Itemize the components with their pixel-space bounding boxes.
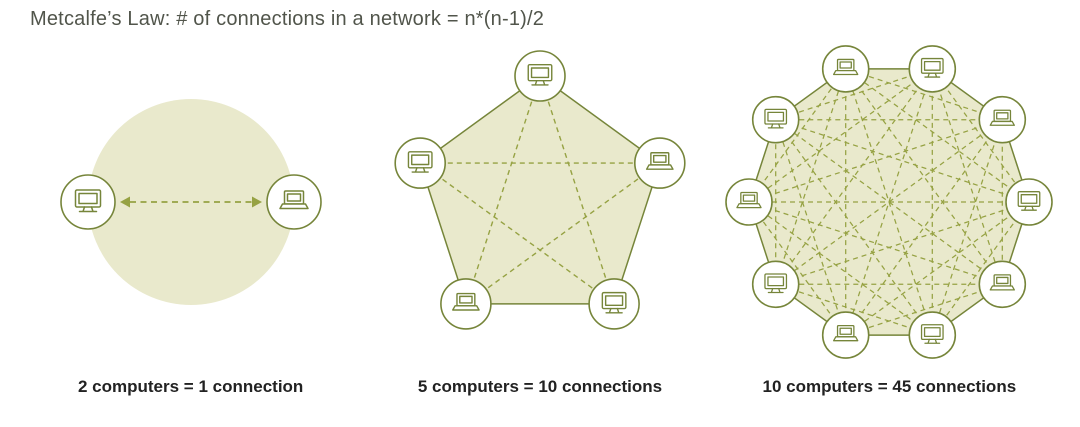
network-svg [394,50,686,330]
desktop-computer-icon [764,108,788,129]
arrowhead-left-icon [119,196,130,208]
desktop-computer-icon [74,189,101,213]
connection-line [775,283,933,336]
connection-line [932,68,1004,285]
laptop-icon [833,58,859,76]
connection-line [845,68,1003,121]
connection-line [845,68,1030,203]
connection-line [775,119,1003,285]
laptop-icon [736,191,762,209]
network-svg [725,45,1054,359]
metcalfes-law-infographic: Metcalfe’s Law: # of connections in a ne… [0,8,1080,397]
connection-line [845,68,934,336]
connection-line [539,75,615,305]
network-diagram-2-computers: 2 computers = 1 connection [16,33,365,397]
network-graph-10-computers [716,33,1062,367]
connection-line [932,68,1030,203]
desktop-computer-icon [921,324,945,344]
diagram-caption-2-computers: 2 computers = 1 connection [78,377,304,396]
connection-line [748,201,933,336]
diagrams-row: 2 computers = 1 connection 5 computers =… [0,33,1080,397]
connection-line [932,119,1004,336]
desktop-computer-icon [764,273,788,294]
desktop-computer-icon [527,64,553,86]
network-graph-2-computers [18,33,364,367]
laptop-icon [989,274,1016,291]
arrowhead-right-icon [251,196,262,208]
laptop-icon [833,324,859,342]
diagram-caption-5-computers: 5 computers = 10 connections [417,377,663,396]
network-graph-5-computers [367,33,713,367]
connection-line [775,68,847,285]
network-polygon [419,75,661,305]
connection-line [748,68,933,203]
network-svg [59,99,322,305]
connection-line [775,119,1003,285]
connection-line [748,68,847,203]
connection-line [932,201,1030,336]
connection-line [748,201,847,336]
page-title: Metcalfe’s Law: # of connections in a ne… [30,8,545,30]
connection-line [465,162,661,305]
laptop-icon [989,109,1016,126]
desktop-computer-icon [1017,191,1041,211]
laptop-icon [452,292,480,311]
connection-line [775,119,847,336]
laptop-icon [278,190,309,210]
diagram-caption-10-computers: 10 computers = 45 connections [762,377,1017,396]
connection-line [845,283,1003,336]
network-diagram-5-computers: 5 computers = 10 connections [365,33,714,397]
network-area-circle [87,99,294,305]
desktop-computer-icon [407,151,433,173]
network-diagram-10-computers: 10 computers = 45 connections [715,33,1064,397]
connection-line [465,75,541,305]
connection-line [419,162,615,305]
connection-line [845,201,1030,336]
desktop-computer-icon [921,57,945,78]
laptop-icon [645,152,674,170]
desktop-computer-icon [601,291,627,314]
